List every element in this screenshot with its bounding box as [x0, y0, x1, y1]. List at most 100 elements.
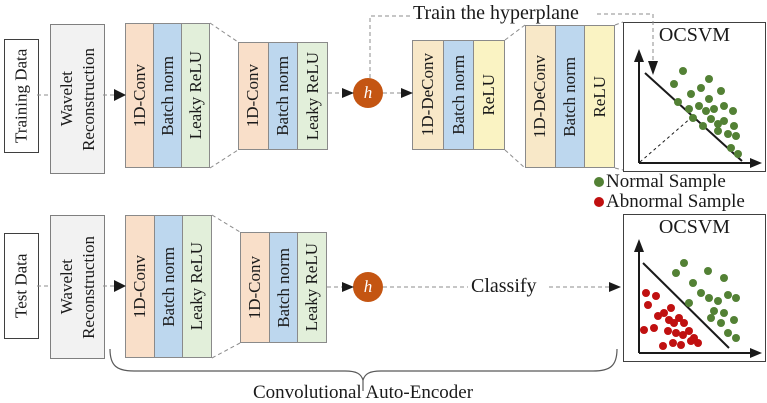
sample-dot [697, 289, 705, 297]
batchnorm-label: Batch norm [158, 246, 178, 327]
sample-dot [697, 84, 705, 92]
ocsvm-test-canvas [634, 239, 762, 358]
trapezoid-dec-train-bottom [504, 149, 526, 169]
sample-dot [702, 107, 710, 115]
classify-label: Classify [471, 275, 537, 297]
sample-dot [670, 80, 678, 88]
sample-dot [724, 130, 732, 138]
batchnorm-layer: Batch norm [442, 40, 475, 150]
sample-dot [674, 98, 682, 106]
batchnorm-layer: Batch norm [153, 215, 184, 358]
sample-dot [732, 334, 740, 342]
relu-layer: ReLU [473, 40, 506, 150]
y-axis-arrowhead [634, 49, 644, 62]
batchnorm-layer: Batch norm [153, 23, 182, 168]
sample-dot [642, 289, 650, 297]
batchnorm-label: Batch norm [560, 56, 579, 137]
legend-abnormal-label: Abnormal Sample [606, 191, 745, 212]
sample-dot [714, 297, 722, 305]
normal-sample-dots [670, 67, 742, 158]
relu-label: ReLU [589, 75, 609, 118]
sample-dot [650, 324, 658, 332]
trapezoid-enc-train-bottom [209, 149, 239, 169]
sample-dot [694, 339, 702, 347]
sample-dot [679, 331, 687, 339]
sample-dot [667, 304, 675, 312]
latent-code-circle-train: h [353, 78, 383, 108]
deconv-label: 1D-DeConv [530, 54, 550, 139]
batchnorm-label: Batch norm [273, 56, 292, 136]
leakyrelu-layer: Leaky ReLU [297, 42, 329, 150]
sample-dot [729, 107, 737, 115]
sample-dot [687, 337, 695, 345]
decoder-block-1-train: 1D-DeConv Batch norm ReLU [412, 40, 506, 150]
batchnorm-label: Batch norm [448, 55, 468, 135]
wavelet-line-2: Reconstruction [78, 235, 98, 339]
wavelet-line-1: Wavelet [57, 259, 77, 315]
normal-sample-dots [672, 259, 740, 342]
leakyrelu-layer: Leaky ReLU [297, 232, 328, 343]
sample-dot [710, 105, 718, 113]
sample-dot [707, 314, 715, 322]
sample-dot [672, 329, 680, 337]
sample-dot [710, 307, 718, 315]
batchnorm-label: Batch norm [273, 247, 293, 328]
batchnorm-layer: Batch norm [554, 25, 586, 168]
sample-dot [724, 291, 732, 299]
leakyrelu-label: Leaky ReLU [302, 51, 322, 141]
sample-dot [689, 114, 697, 122]
sample-dot [724, 329, 732, 337]
ocsvm-train-plot: OCSVM [623, 22, 766, 172]
sample-dot [707, 115, 715, 123]
encoder-block-2-test: 1D-Conv Batch norm Leaky ReLU [240, 232, 328, 343]
legend-abnormal: Abnormal Sample [594, 191, 745, 213]
ocsvm-title: OCSVM [658, 24, 731, 46]
sample-dot [705, 95, 713, 103]
hyperplane-callout-left [369, 15, 411, 78]
sample-dot [687, 90, 695, 98]
test-data-box: Test Data [4, 233, 39, 339]
sample-dot [699, 122, 707, 130]
sample-dot [730, 122, 738, 130]
abnormal-sample-dots [640, 289, 702, 350]
deconv-layer: 1D-DeConv [525, 25, 556, 168]
sample-dot [677, 341, 685, 349]
batchnorm-layer: Batch norm [268, 232, 299, 343]
deconv-label: 1D-DeConv [417, 53, 437, 137]
conv-layer: 1D-Conv [125, 23, 154, 168]
normal-dot-icon [594, 177, 604, 187]
ocsvm-test-plot: OCSVM [623, 214, 766, 362]
trapezoid-dec2-ocsvm-top [614, 21, 624, 26]
sample-dot [732, 294, 740, 302]
sample-dot [720, 102, 728, 110]
conv-layer: 1D-Conv [125, 215, 155, 358]
sample-dot [669, 339, 677, 347]
wavelet-reconstruction-box-test: Wavelet Reconstruction [50, 215, 105, 359]
encoder-block-1-test: 1D-Conv Batch norm Leaky ReLU [125, 215, 213, 358]
sample-dot [717, 319, 725, 327]
sample-dot [705, 294, 713, 302]
sample-dot [654, 312, 662, 320]
sample-dot [640, 326, 648, 334]
training-data-box: Training Data [4, 39, 39, 153]
ocsvm-train-canvas [634, 49, 762, 168]
sample-dot [714, 120, 722, 128]
margin-dashed-line [639, 116, 693, 163]
sample-dot [720, 117, 728, 125]
conv-layer: 1D-Conv [238, 42, 269, 150]
conv-label: 1D-Conv [244, 255, 264, 320]
legend-normal: Normal Sample [594, 171, 726, 193]
sample-dot [734, 150, 742, 158]
deconv-layer: 1D-DeConv [412, 40, 444, 150]
sample-dot [675, 314, 683, 322]
sample-dot [685, 327, 693, 335]
trapezoid-enc-test-bottom [211, 342, 241, 359]
wavelet-reconstruction-box-train: Wavelet Reconstruction [50, 24, 105, 174]
train-hyperplane-label: Train the hyperplane [413, 2, 579, 24]
sample-dot [659, 342, 667, 350]
sample-dot [652, 292, 660, 300]
x-axis-arrowhead [750, 348, 762, 358]
leakyrelu-layer: Leaky ReLU [181, 23, 210, 168]
sample-dot [680, 259, 688, 267]
sample-dot [689, 279, 697, 287]
